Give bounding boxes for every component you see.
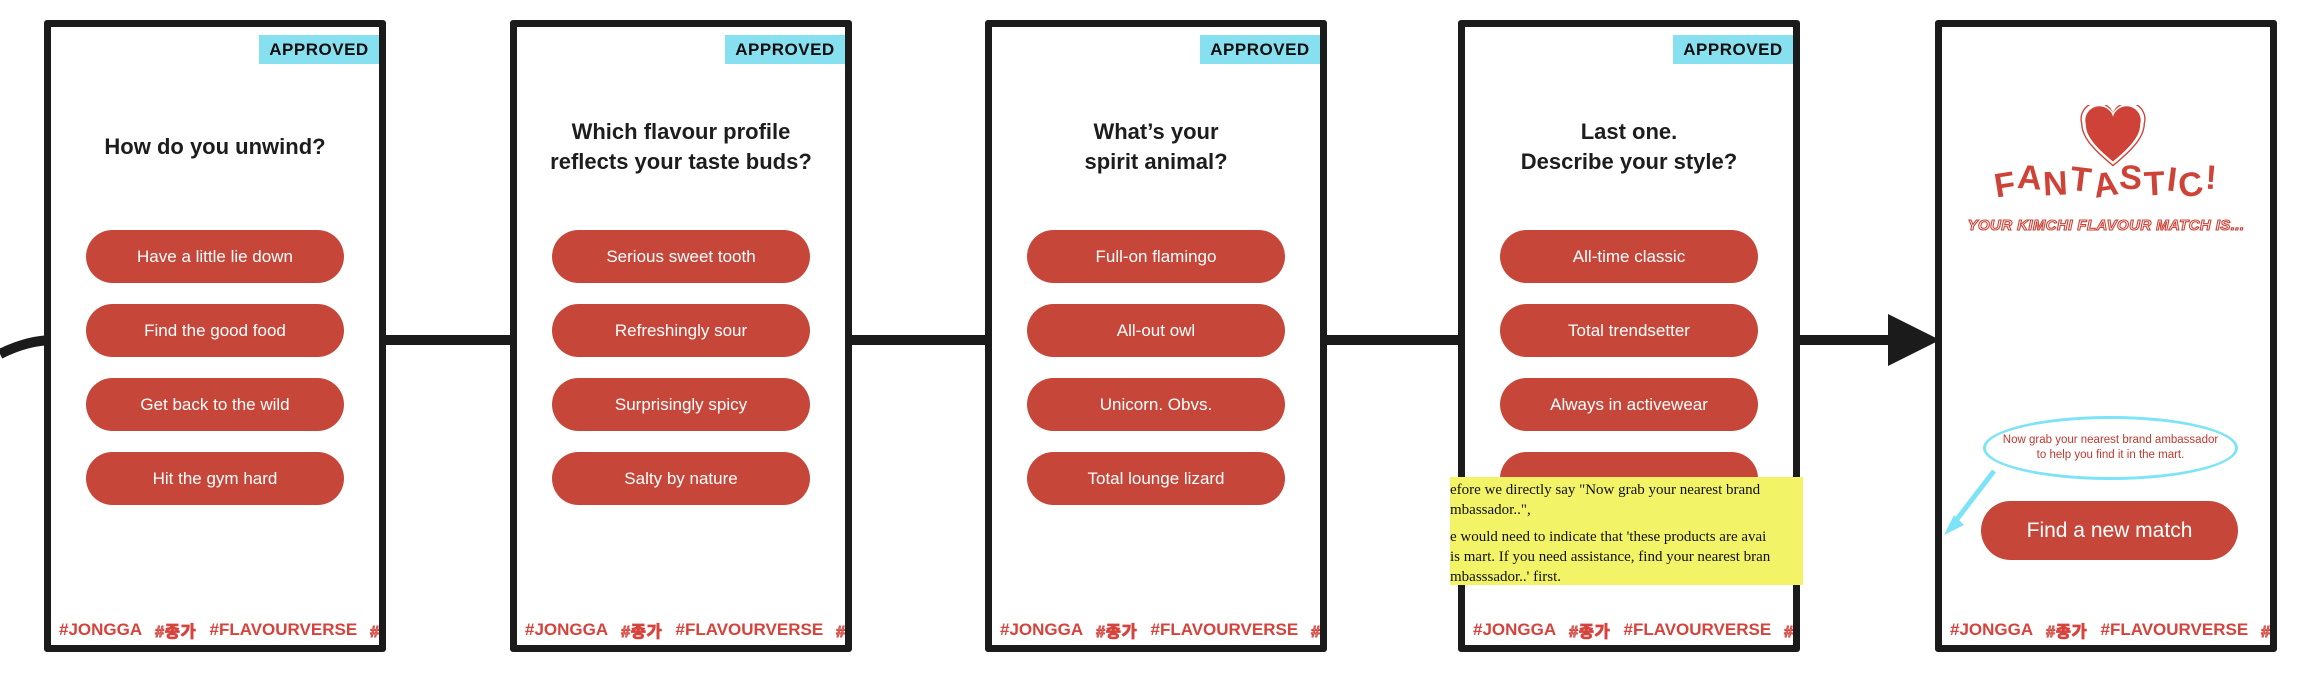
hashtag-jongga: #JONGGA	[525, 620, 609, 639]
hashtag-flavourverse: #FLAVOURVERSE	[1623, 620, 1772, 639]
flow-line-1-2	[380, 335, 517, 345]
options-list: All-time classic Total trendsetter Alway…	[1500, 230, 1758, 505]
option-button[interactable]: Total lounge lizard	[1027, 452, 1285, 505]
hashtag-jongga-kr: #종가	[1569, 624, 1611, 642]
hashtag-jongga-kr: #종가	[2046, 624, 2088, 642]
option-button[interactable]: Serious sweet tooth	[552, 230, 810, 283]
hashtag-jongga-kr: #종가	[155, 624, 197, 642]
hashtag-flavourverse-kr: #플레이버버스	[1311, 619, 1320, 642]
hashtag-jongga: #JONGGA	[1000, 620, 1084, 639]
flow-line-3-4	[1320, 335, 1465, 345]
flow-line-4-5	[1798, 335, 1892, 345]
approved-badge: APPROVED	[1200, 35, 1320, 64]
screen-frame-3: APPROVED What’s your spirit animal? Full…	[985, 20, 1327, 652]
hashtag-flavourverse-kr: #플레이버버스	[370, 619, 379, 642]
option-button[interactable]: Total trendsetter	[1500, 304, 1758, 357]
option-button[interactable]: Have a little lie down	[86, 230, 344, 283]
speech-bubble-tail	[1944, 469, 1996, 535]
note-line: e would need to indicate that 'these pro…	[1450, 529, 1767, 545]
flow-arrowhead	[1888, 314, 1940, 366]
note-line: efore we directly say "Now grab your nea…	[1450, 482, 1761, 498]
question-title: Which flavour profile reflects your tast…	[550, 119, 812, 174]
hashtag-jongga: #JONGGA	[1473, 620, 1557, 639]
options-list: Have a little lie down Find the good foo…	[86, 230, 344, 505]
option-button[interactable]: Unicorn. Obvs.	[1027, 378, 1285, 431]
hashtag-footer: #JONGGA #종가 #FLAVOURVERSE #플레이버버스	[1000, 619, 1320, 641]
option-button[interactable]: Always in activewear	[1500, 378, 1758, 431]
hashtag-flavourverse-kr: #플레이버버스	[1784, 619, 1793, 642]
hashtag-flavourverse: #FLAVOURVERSE	[209, 620, 358, 639]
option-button[interactable]: Get back to the wild	[86, 378, 344, 431]
option-button[interactable]: Find the good food	[86, 304, 344, 357]
hashtag-jongga: #JONGGA	[1950, 620, 2034, 639]
approved-badge: APPROVED	[259, 35, 379, 64]
hashtag-jongga-kr: #종가	[621, 624, 663, 642]
option-button[interactable]: Refreshingly sour	[552, 304, 810, 357]
note-line: is mart. If you need assistance, find yo…	[1450, 549, 1771, 565]
options-list: Serious sweet tooth Refreshingly sour Su…	[552, 230, 810, 505]
result-heading: FANTASTIC!	[1991, 158, 2220, 206]
hashtag-footer: #JONGGA #종가 #FLAVOURVERSE #플레이버버스	[1950, 619, 2270, 641]
option-button[interactable]: Full-on flamingo	[1027, 230, 1285, 283]
option-button[interactable]: Salty by nature	[552, 452, 810, 505]
option-button[interactable]: Hit the gym hard	[86, 452, 344, 505]
question-title: What’s your spirit animal?	[1084, 119, 1228, 174]
speech-bubble: Now grab your nearest brand ambassador t…	[1983, 416, 2238, 480]
hashtag-flavourverse: #FLAVOURVERSE	[1150, 620, 1299, 639]
hashtag-flavourverse-kr: #플레이버버스	[836, 619, 845, 642]
hashtag-footer: #JONGGA #종가 #FLAVOURVERSE #플레이버버스	[525, 619, 845, 641]
question-title: Last one. Describe your style?	[1520, 119, 1738, 174]
find-new-match-button[interactable]: Find a new match	[1981, 501, 2238, 560]
note-line: mbassador..",	[1450, 502, 1531, 518]
approved-badge: APPROVED	[1673, 35, 1793, 64]
approved-badge: APPROVED	[725, 35, 845, 64]
hashtag-jongga-kr: #종가	[1096, 624, 1138, 642]
hashtag-flavourverse: #FLAVOURVERSE	[675, 620, 824, 639]
hashtag-flavourverse-kr: #플레이버버스	[2261, 619, 2270, 642]
hashtag-jongga: #JONGGA	[59, 620, 143, 639]
option-button[interactable]: Surprisingly spicy	[552, 378, 810, 431]
screen-frame-4: APPROVED Last one. Describe your style? …	[1450, 20, 1803, 652]
screen-frame-2: APPROVED Which flavour profile reflects …	[510, 20, 852, 652]
option-button[interactable]: All-out owl	[1027, 304, 1285, 357]
screen-frame-1: APPROVED How do you unwind? Have a littl…	[44, 20, 386, 652]
result-subheading: YOUR KIMCHI FLAVOUR MATCH IS...	[1967, 216, 2245, 234]
options-list: Full-on flamingo All-out owl Unicorn. Ob…	[1027, 230, 1285, 505]
screen-frame-result: FANTASTIC! YOUR KIMCHI FLAVOUR MATCH IS.…	[1935, 20, 2277, 652]
option-button[interactable]: All-time classic	[1500, 230, 1758, 283]
note-line: mbasssador..' first.	[1450, 569, 1562, 585]
flow-line-2-3	[845, 335, 992, 345]
hashtag-flavourverse: #FLAVOURVERSE	[2100, 620, 2249, 639]
heart-icon	[2080, 105, 2146, 167]
hashtag-footer: #JONGGA #종가 #FLAVOURVERSE #플레이버버스	[59, 619, 379, 641]
review-sticky-note: efore we directly say "Now grab your nea…	[1450, 477, 1803, 585]
hashtag-footer: #JONGGA #종가 #FLAVOURVERSE #플레이버버스	[1473, 619, 1793, 641]
question-title: How do you unwind?	[104, 134, 326, 159]
